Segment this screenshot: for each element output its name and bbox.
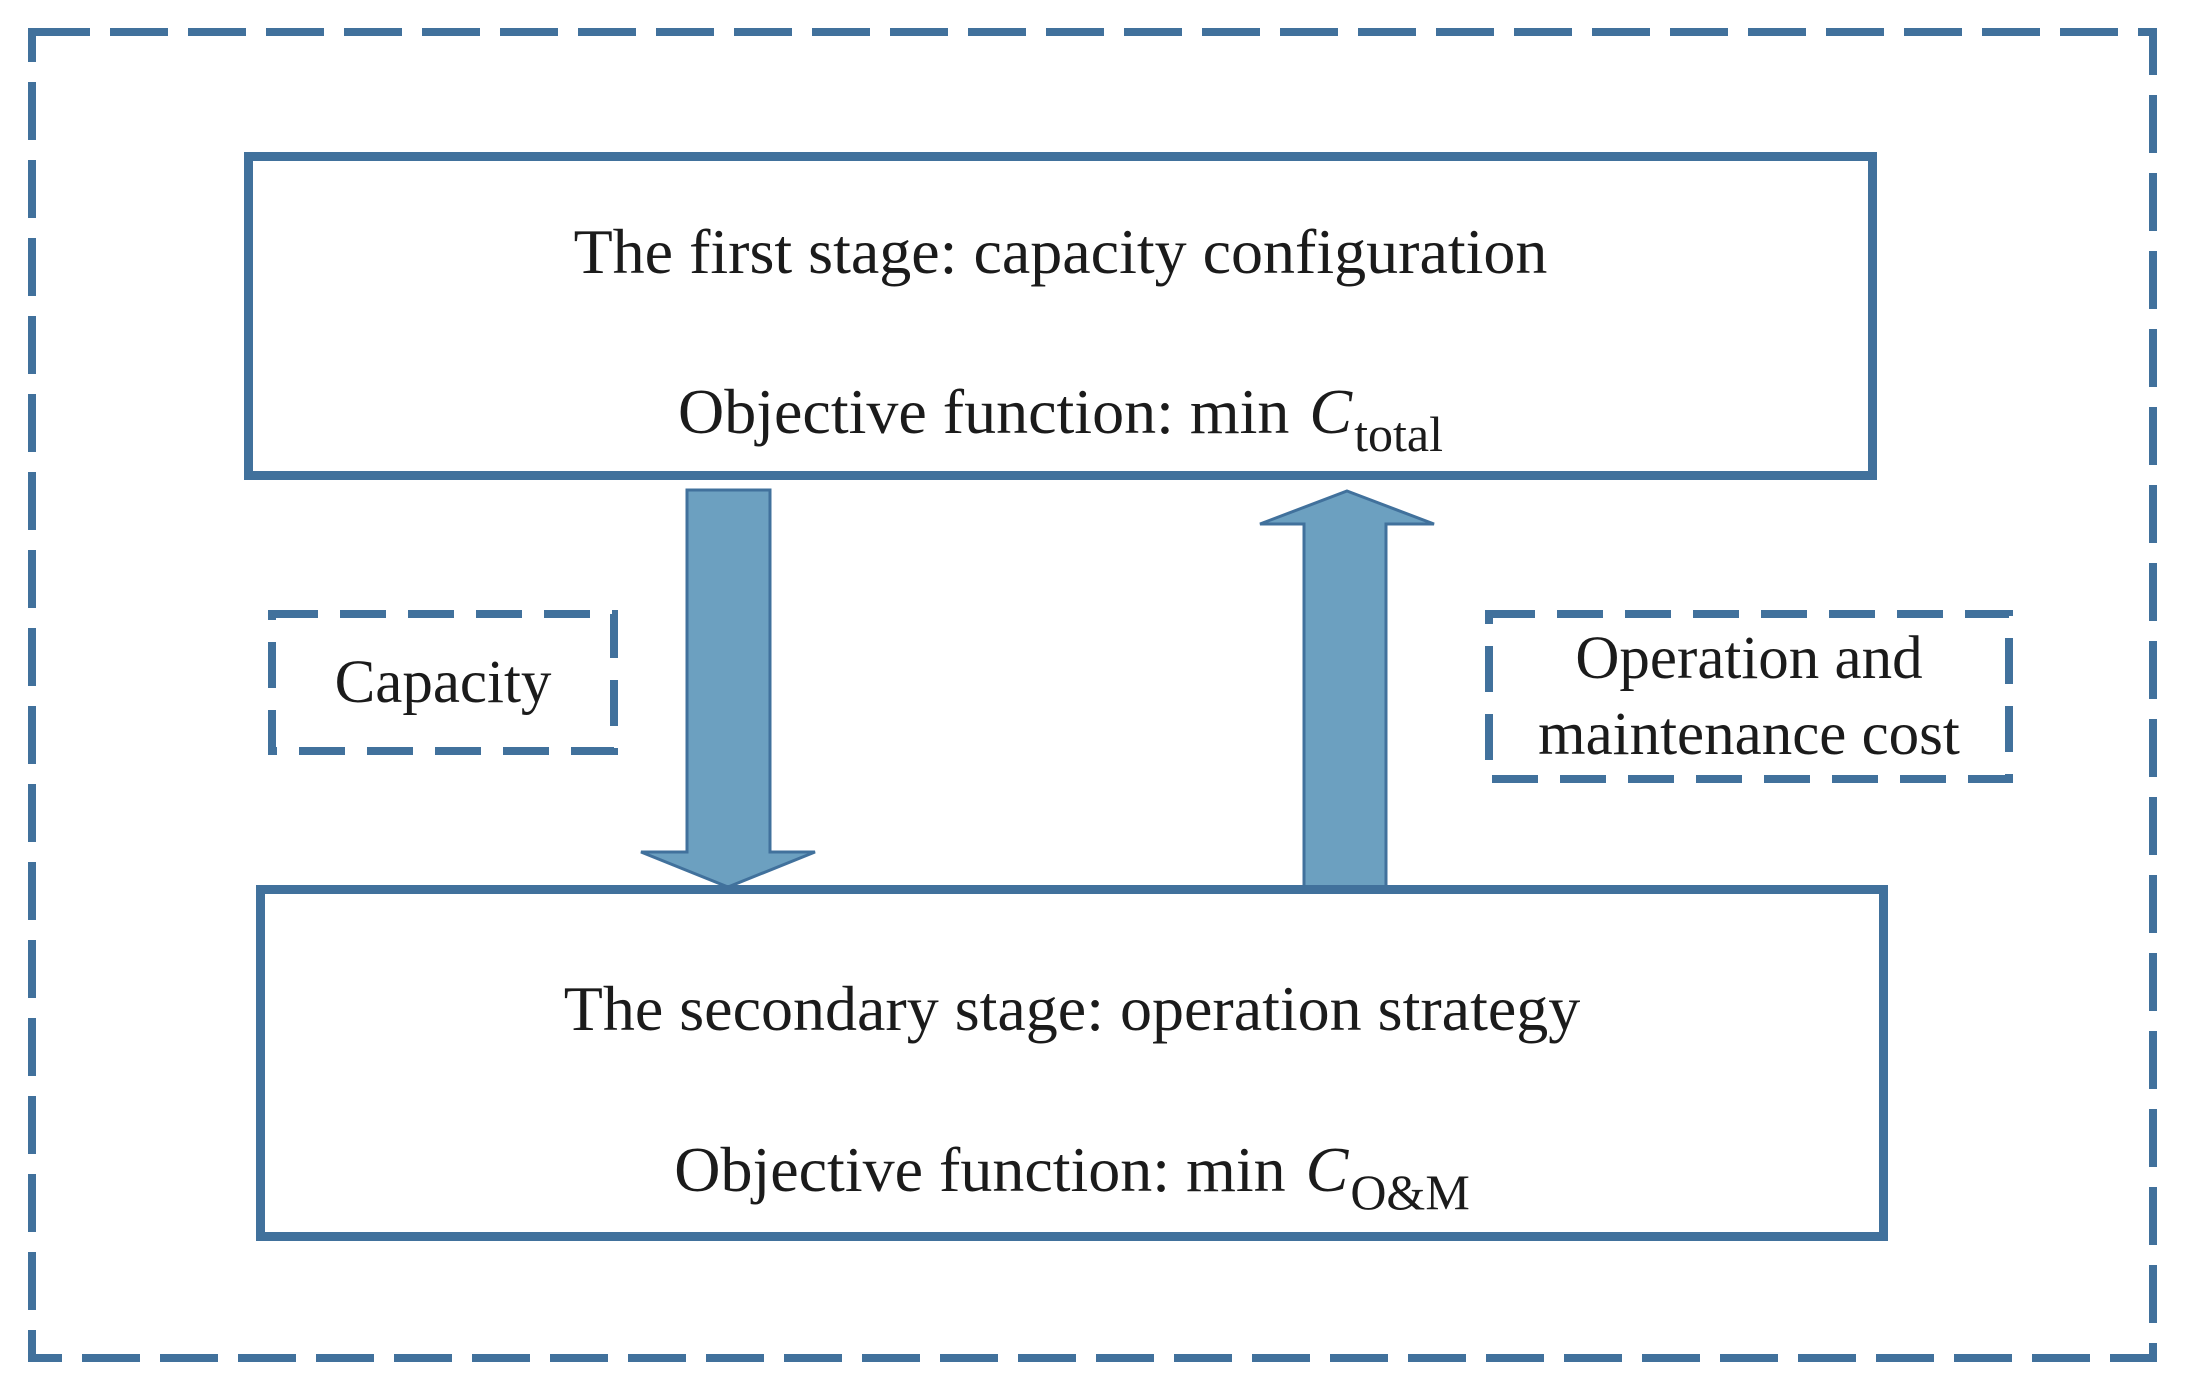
secondary-stage-cost-subscript: O&M [1350,1164,1470,1220]
capacity-label-text: Capacity [334,648,552,716]
om-cost-label-line1: Operation and [1575,624,1923,692]
up-arrow-icon [1259,489,1435,890]
outer-dashed-border [28,28,2157,1362]
down-arrow-icon [640,488,816,889]
secondary-stage-box: The secondary stage: operation strategy … [256,885,1888,1241]
secondary-stage-title: The secondary stage: operation strategy [563,973,1581,1044]
first-stage-box: The first stage: capacity configuration … [244,152,1877,480]
secondary-stage-cost-symbol: C [1305,1134,1349,1205]
first-stage-objective: Objective function: min Ctotal [253,376,1868,462]
first-stage-title: The first stage: capacity configuration [573,216,1548,287]
secondary-stage-objective-prefix: Objective function: min [674,1134,1286,1205]
first-stage-cost-subscript: total [1354,406,1443,462]
capacity-label: Capacity [268,610,618,755]
first-stage-cost-symbol: C [1309,376,1353,447]
capacity-label-border [268,610,618,755]
secondary-stage-objective: Objective function: min CO&M [265,1134,1879,1220]
om-cost-label-line2: maintenance cost [1538,700,1960,768]
first-stage-objective-prefix: Objective function: min [678,376,1290,447]
om-cost-label: Operation and maintenance cost [1485,610,2013,783]
